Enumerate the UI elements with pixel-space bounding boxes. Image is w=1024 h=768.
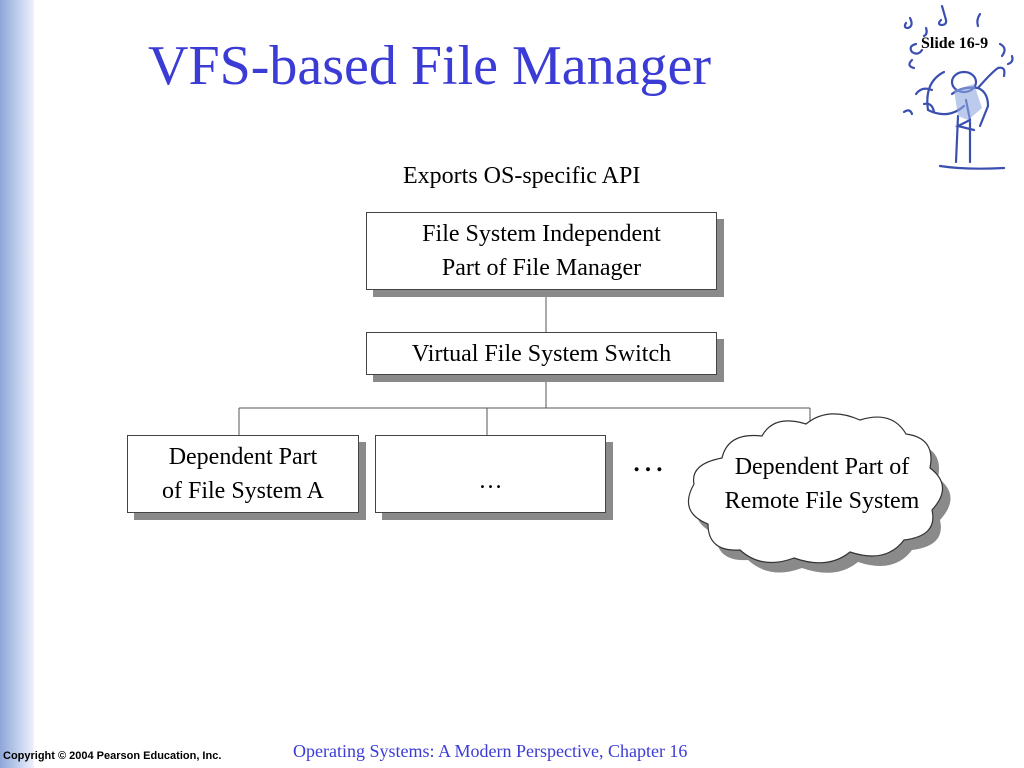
more-filesystems-ellipsis: … — [631, 442, 665, 479]
fs-independent-line2: Part of File Manager — [441, 255, 642, 281]
fs-a-line2: of File System A — [161, 478, 324, 504]
remote-cloud-label: Dependent Part of Remote File System — [692, 450, 952, 518]
book-footer: Operating Systems: A Modern Perspective,… — [293, 741, 688, 761]
vfs-switch-label: Virtual File System Switch — [411, 340, 672, 367]
copyright-notice: Copyright © 2004 Pearson Education, Inc. — [3, 750, 222, 762]
remote-cloud-shape — [687, 413, 944, 564]
remote-cloud-line2: Remote File System — [724, 488, 920, 514]
slide-number: Slide 16-9 — [921, 35, 989, 52]
middle-box-ellipsis: … — [478, 468, 503, 494]
musician-with-notes-icon — [902, 4, 1014, 170]
slide-title: VFS-based File Manager — [148, 35, 712, 97]
fs-a-line1: Dependent Part — [168, 444, 318, 470]
fs-independent-box: File System Independent Part of File Man… — [366, 212, 717, 290]
left-gradient-bar — [0, 0, 34, 768]
diagram-caption: Exports OS-specific API — [403, 163, 641, 189]
remote-cloud-line1: Dependent Part of — [734, 454, 910, 480]
vfs-switch-box: Virtual File System Switch — [366, 332, 717, 375]
middle-box: … — [375, 435, 606, 513]
fs-a-box: Dependent Part of File System A — [127, 435, 359, 513]
fs-independent-line1: File System Independent — [422, 221, 661, 247]
